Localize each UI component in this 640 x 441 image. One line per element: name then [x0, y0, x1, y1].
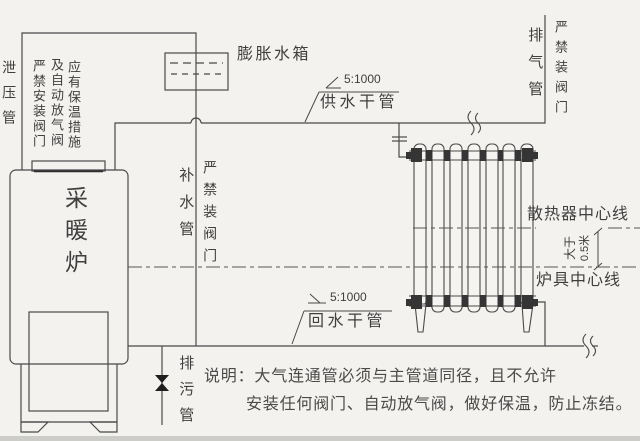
pipe-break-symbol-return — [582, 333, 597, 359]
radiator-nipples — [406, 148, 538, 309]
drain-valve-icon — [155, 375, 169, 391]
makeup-pipe-label: 补水管 — [177, 167, 195, 248]
dimension-bracket — [593, 227, 603, 271]
dimension-text-col2: 0.5米 — [578, 234, 591, 262]
radiator-outlet-pipe — [536, 301, 546, 346]
bottom-strip — [0, 436, 640, 441]
drain-pipe-label: 排污管 — [177, 355, 195, 433]
note-line2: 安装任何阀门、自动放气阀，做好保温，防止冻结。 — [246, 396, 633, 413]
supply-main-pipe — [114, 15, 546, 170]
furnace-centerline-label: 炉具中心线 — [536, 272, 622, 289]
relief-pipe-label: 泄压管 — [1, 60, 18, 135]
return-slope-value: 5:1000 — [330, 290, 367, 304]
supply-leader-line — [304, 76, 399, 123]
radiator — [406, 143, 538, 333]
radiator-centerline-label: 散热器中心线 — [527, 206, 630, 223]
pipe-break-symbol-supply — [467, 110, 482, 136]
return-main-label: 回水干管 — [308, 313, 387, 330]
makeup-pipe-note: 严禁装阀门 — [202, 160, 219, 270]
supply-slope-value: 5:1000 — [344, 72, 381, 86]
furnace-note-col1: 严禁安装阀门 — [30, 59, 46, 149]
radiator-inlet-pipe — [392, 123, 411, 158]
furnace-note-col3: 应有保温措施 — [65, 60, 81, 150]
exhaust-pipe-label: 排气管 — [526, 27, 544, 108]
expansion-tank-label: 膨胀水箱 — [237, 46, 312, 63]
pressure-relief-pipe — [21, 32, 197, 170]
furnace-note-col2: 及自动放气阀 — [48, 58, 64, 148]
return-leader-line — [291, 293, 392, 345]
note-line1: 说明：大气连通管必须与主管道同径，且不允许 — [204, 368, 557, 385]
exhaust-pipe-note: 严禁装阀门 — [552, 20, 568, 120]
supply-main-label: 供水干管 — [320, 94, 399, 111]
furnace-label: 采暖炉 — [61, 186, 88, 282]
